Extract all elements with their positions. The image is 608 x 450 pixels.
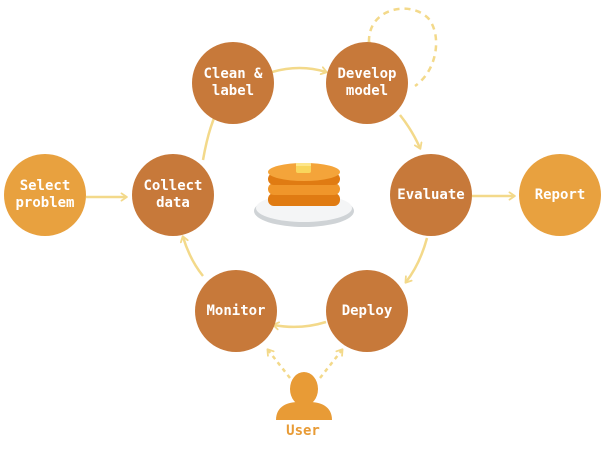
monitor-node[interactable]: Monitor: [195, 270, 277, 352]
arrow-deploy-to-monitor: [272, 320, 327, 331]
deploy-node[interactable]: Deploy: [326, 270, 408, 352]
arrow-develop-to-evaluate: [399, 114, 423, 150]
user-to-deploy-arrow: [319, 348, 344, 379]
clean-label-node[interactable]: Clean & label: [192, 42, 274, 124]
report-node[interactable]: Report: [519, 154, 601, 236]
evaluate-node[interactable]: Evaluate: [390, 154, 472, 236]
user-to-monitor-arrow: [266, 348, 291, 379]
collect-data-node[interactable]: Collect data: [132, 154, 214, 236]
develop-model-node[interactable]: Develop model: [326, 42, 408, 124]
pancake-stack-icon: [254, 163, 354, 227]
arrow-monitor-to-collect: [179, 235, 204, 277]
select-problem-node[interactable]: Select problem: [4, 154, 86, 236]
arrow-clean-to-develop: [271, 66, 328, 76]
arrow-evaluate-to-deploy: [404, 237, 429, 284]
iteration-loop-arrow: [364, 7, 438, 88]
user-icon: [276, 372, 332, 420]
user-label: User: [286, 423, 320, 439]
